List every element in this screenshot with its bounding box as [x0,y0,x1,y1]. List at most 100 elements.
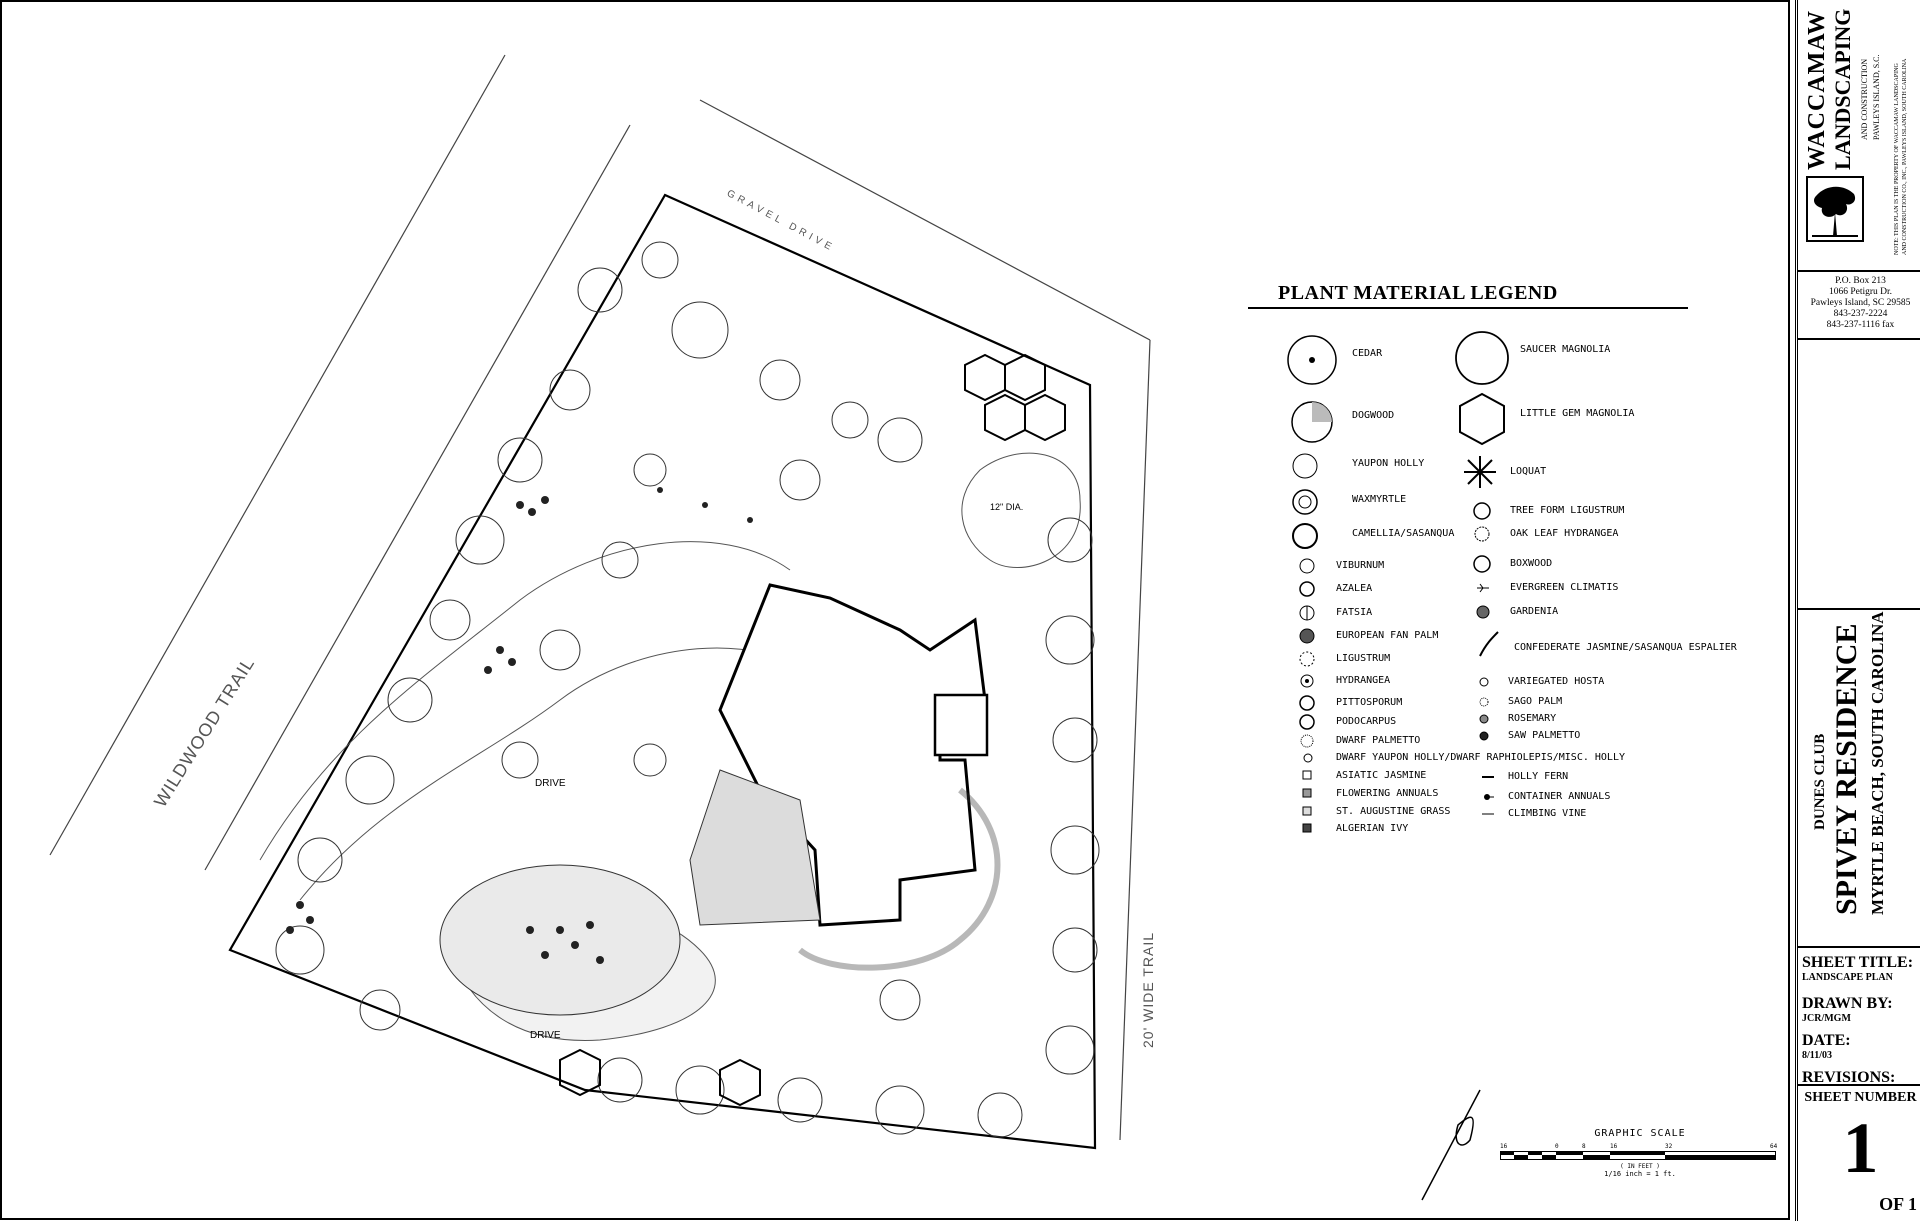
title-block: WACCAMAW LANDSCAPING AND CONSTRUCTION PA… [1795,0,1920,1221]
curved-walkway [798,787,1001,971]
legend-label: CONTAINER ANNUALS [1508,791,1611,802]
project-name: SPIVEY RESIDENCE [1830,623,1863,915]
scale-tick: 8 [1582,1143,1586,1150]
sheet-of: OF 1 [1879,1194,1917,1214]
legend-label: CONFEDERATE JASMINE/SASANQUA ESPALIER [1514,642,1737,653]
legend-label: DWARF YAUPON HOLLY/DWARF RAPHIOLEPIS/MIS… [1336,752,1625,763]
legend-label: SAUCER MAGNOLIA [1520,344,1611,355]
revisions-label: REVISIONS: [1802,1069,1896,1086]
legend-label: WAXMYRTLE [1352,494,1407,505]
magnolia-symbols [559,353,1066,1107]
address-line: Pawleys Island, SC 29585 [1810,298,1911,308]
legend-label: ROSEMARY [1508,713,1557,724]
legend-label: DWARF PALMETTO [1336,735,1421,746]
wildwood-trail-edge-1 [49,54,506,856]
legend-label: ASIATIC JASMINE [1336,770,1427,781]
legend-label: FATSIA [1336,607,1373,618]
legend-label: EUROPEAN FAN PALM [1336,630,1439,641]
date-label: DATE: [1802,1032,1851,1049]
dia-note: 12" DIA. [990,502,1024,512]
blank-section [1798,336,1920,610]
sheet-number-section: SHEET NUMBER 1 OF 1 [1798,1086,1920,1219]
address-line: P.O. Box 213 [1835,276,1886,286]
ownership-note-line2: AND CONSTRUCTION CO., INC., PAWLEYS ISLA… [1902,58,1908,255]
drive-label-top: DRIVE [535,778,566,789]
company-logo-tree-icon [1806,176,1864,242]
company-name-line2: LANDSCAPING [1830,8,1855,170]
scale-tick: 32 [1665,1143,1673,1150]
scale-bar [1500,1151,1776,1160]
gravel-drive-edge [699,99,1151,341]
project-club: DUNES CLUB [1812,733,1828,830]
legend-label: CAMELLIA/SASANQUA [1352,528,1455,539]
project-section: DUNES CLUB SPIVEY RESIDENCE MYRTLE BEACH… [1798,610,1920,948]
drive-label-bottom: DRIVE [530,1030,561,1041]
company-subtitle: AND CONSTRUCTION [1860,58,1869,140]
legend-label: HYDRANGEA [1336,675,1391,686]
scale-tick: 16 [1500,1143,1508,1150]
scale-tick: 64 [1770,1143,1778,1150]
legend-label: CLIMBING VINE [1508,808,1587,819]
ownership-note-line1: NOTE: THIS PLAN IS THE PROPERTY OF WACCA… [1894,63,1900,255]
company-section: WACCAMAW LANDSCAPING AND CONSTRUCTION PA… [1798,0,1920,272]
property-line [228,193,1097,1150]
project-location: MYRTLE BEACH, SOUTH CAROLINA [1868,611,1887,915]
scale-tick: 0 [1555,1143,1559,1150]
site-plan-drawing [0,0,1790,1220]
legend-label: DOGWOOD [1352,410,1395,421]
legend-label: LITTLE GEM MAGNOLIA [1520,408,1635,419]
date-value: 8/11/03 [1802,1050,1833,1061]
patio [689,769,821,926]
company-address: P.O. Box 213 1066 Petigru Dr. Pawleys Is… [1798,272,1920,340]
legend-label: LOQUAT [1510,466,1547,477]
legend-label: PODOCARPUS [1336,716,1397,727]
company-location: PAWLEYS ISLAND, S.C. [1872,54,1881,140]
garage-footprint [933,693,989,757]
legend-label: SAGO PALM [1508,696,1563,707]
legend-label: GARDENIA [1510,606,1559,617]
graphic-scale: GRAPHIC SCALE 16 0 8 16 32 64 ( IN FEET … [1500,1128,1780,1178]
legend-label: ST. AUGUSTINE GRASS [1336,806,1451,817]
plant-legend: PLANT MATERIAL LEGEND [1248,282,1868,309]
sheet-info-section: SHEET TITLE: LANDSCAPE PLAN DRAWN BY: JC… [1798,948,1920,1086]
scale-units: ( IN FEET ) [1620,1163,1660,1170]
lawn-area [961,452,1081,568]
drive-path-1 [259,541,791,861]
address-line: 1066 Petigru Dr. [1828,287,1893,297]
wildwood-trail-edge-2 [204,124,631,871]
legend-label: LIGUSTRUM [1336,653,1391,664]
sheet-border [0,0,1790,1220]
legend-label: VARIEGATED HOSTA [1508,676,1605,687]
legend-label: YAUPON HOLLY [1352,458,1425,469]
center-planting-bed [439,864,681,1016]
tree-canopies [275,241,1100,1138]
fax-number: 843-237-1116 fax [1826,320,1895,330]
legend-label: OAK LEAF HYDRANGEA [1510,528,1619,539]
scale-title: GRAPHIC SCALE [1594,1128,1686,1139]
scale-tick: 16 [1610,1143,1618,1150]
legend-label: CEDAR [1352,348,1383,359]
legend-label: FLOWERING ANNUALS [1336,788,1439,799]
sheet-title-label: SHEET TITLE: [1802,954,1914,971]
legend-label: ALGERIAN IVY [1336,823,1409,834]
legend-label: AZALEA [1336,583,1373,594]
legend-label: BOXWOOD [1510,558,1553,569]
phone-number: 843-237-2224 [1833,309,1888,319]
drawn-by-value: JCR/MGM [1802,1013,1851,1024]
north-arrow [1421,1089,1481,1201]
legend-title: PLANT MATERIAL LEGEND [1248,282,1688,309]
legend-label: TREE FORM LIGUSTRUM [1510,505,1625,516]
scale-ticks: 16 0 8 16 32 64 [1500,1143,1780,1161]
legend-label: EVERGREEN CLIMATIS [1510,582,1619,593]
trail-label-right: 20' WIDE TRAIL [1140,932,1156,1048]
trail-edge-right [1119,339,1151,1141]
scale-ratio: 1/16 inch = 1 ft. [1604,1170,1676,1178]
legend-label: PITTOSPORUM [1336,697,1403,708]
legend-label: HOLLY FERN [1508,771,1569,782]
sheet-number-label: SHEET NUMBER [1804,1090,1917,1105]
sheet-number: 1 [1842,1108,1879,1188]
drawn-by-label: DRAWN BY: [1802,995,1893,1012]
sheet-title-value: LANDSCAPE PLAN [1802,972,1893,983]
legend-label: SAW PALMETTO [1508,730,1581,741]
